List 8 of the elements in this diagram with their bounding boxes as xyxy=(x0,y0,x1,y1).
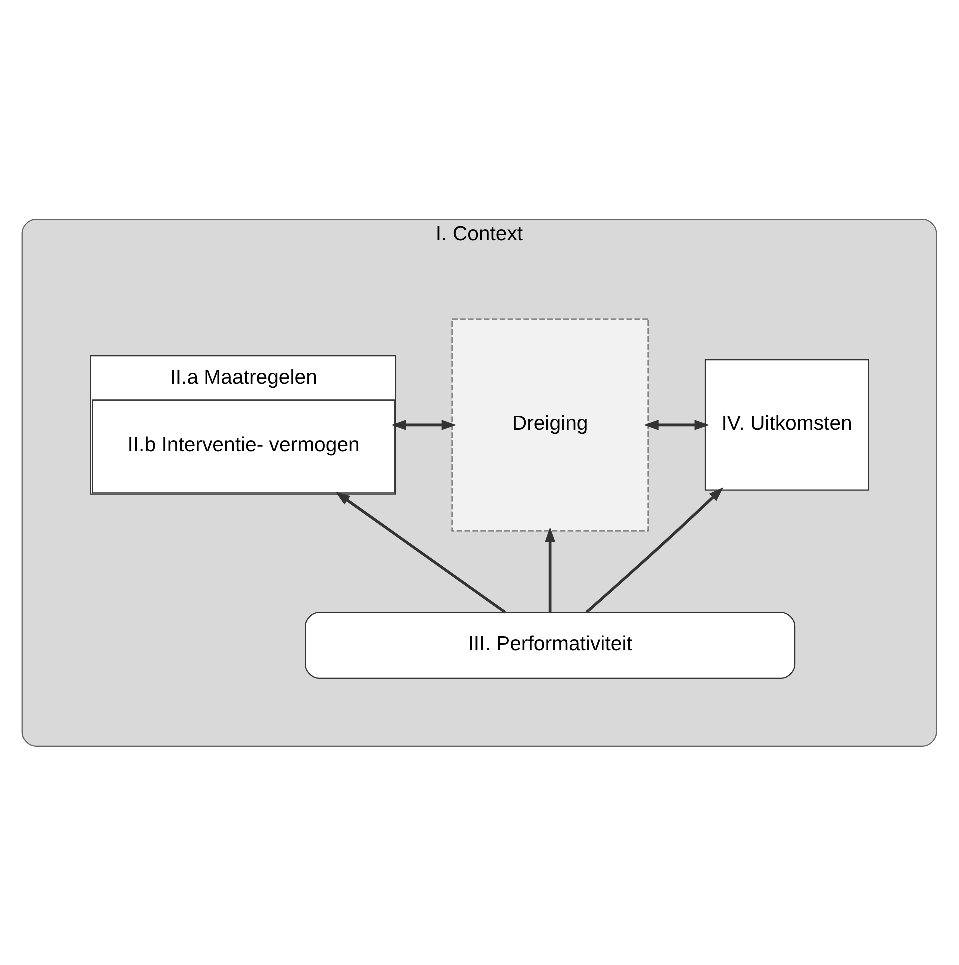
arrow xyxy=(586,486,724,614)
arrow xyxy=(392,420,457,430)
arrow xyxy=(644,420,710,430)
node-box: III. Performativiteit xyxy=(305,612,796,678)
arrow xyxy=(336,491,506,614)
arrow xyxy=(545,526,556,612)
node-box: IV. Uitkomsten xyxy=(704,359,870,490)
node-box: Dreiging xyxy=(452,318,649,532)
